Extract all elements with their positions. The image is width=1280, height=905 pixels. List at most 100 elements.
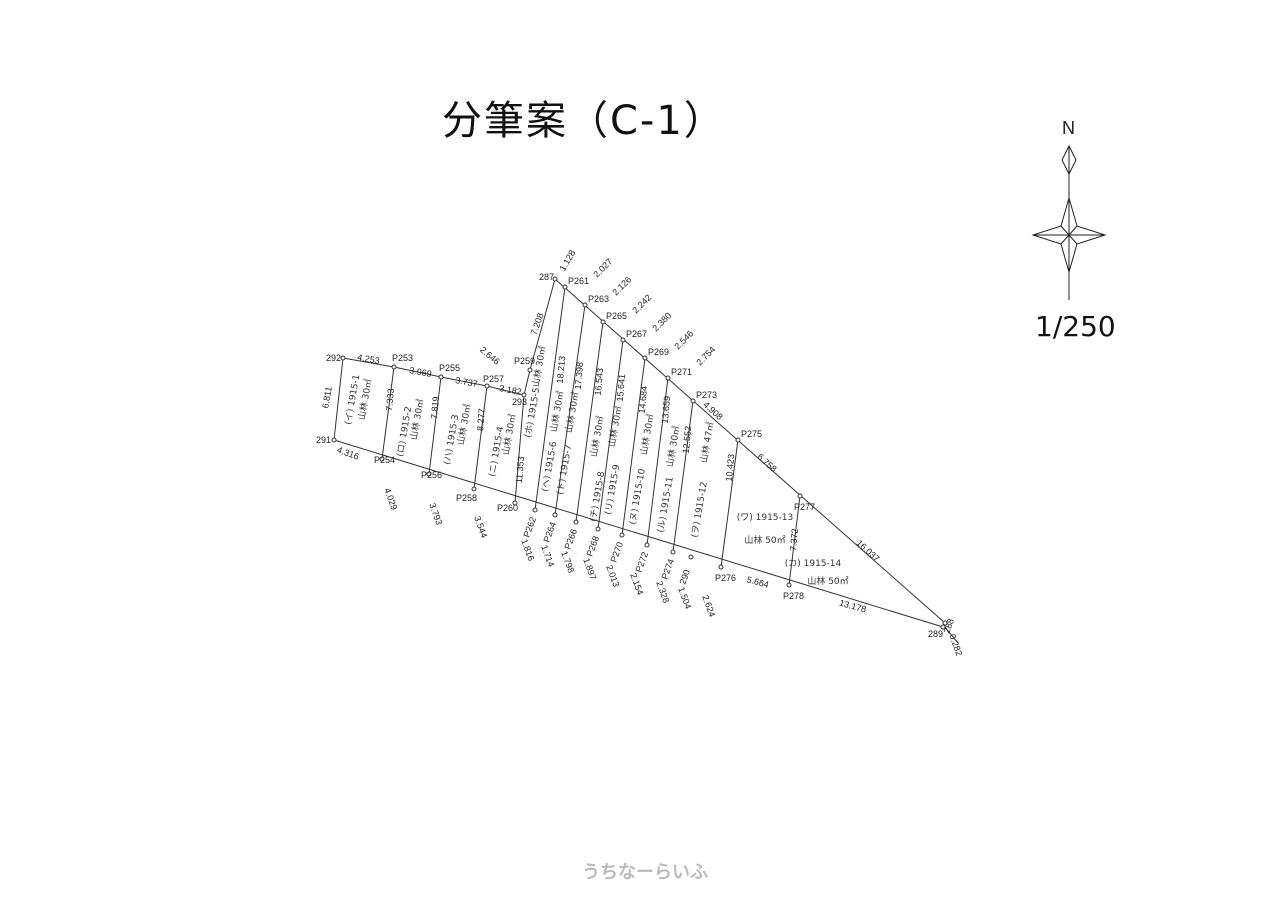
point-label: P276 [715,573,736,583]
point-label: P273 [696,390,717,400]
point-label: P259 [514,356,535,366]
survey-point-marker [620,337,626,343]
survey-point-marker [718,564,724,570]
survey-point-marker [331,437,337,443]
distance-label: 2.242 [630,292,653,315]
survey-point-marker [527,367,533,373]
survey-point-marker [786,582,792,588]
survey-point-marker [582,302,588,308]
distance-label: 3.544 [472,515,489,540]
distance-label: 7.333 [384,388,396,411]
survey-point-marker [552,512,558,518]
lot-area: 山林 47㎡ [698,421,717,464]
distance-label: 6.811 [320,386,334,409]
distance-label: 16.037 [854,538,881,564]
distance-label: 1.897 [581,557,598,582]
point-label: 288 [941,617,956,635]
survey-point-marker [562,284,568,290]
distance-label: 3.793 [427,502,444,527]
distance-label: 2.013 [604,564,621,589]
survey-point-marker [391,364,397,370]
lot-label: (ト) 1915-7 [556,444,575,496]
distance-label: 2.328 [654,580,671,605]
distance-label: 1.128 [557,248,577,273]
distance-label: 2.546 [672,328,695,351]
division-line [646,377,669,546]
point-label: P260 [497,503,518,513]
survey-point-marker [471,486,477,492]
division-line [534,286,566,511]
boundary-line [486,385,525,396]
lot-area: 山林 30㎡ [588,415,607,458]
point-label: 293 [512,397,527,407]
point-label: 287 [539,272,554,282]
point-label: P253 [392,353,413,363]
boundary-line [554,278,946,624]
survey-point-marker [484,383,490,389]
division-line [428,376,442,475]
survey-point-marker [688,554,694,560]
distance-label: 18.213 [555,356,567,384]
survey-point-marker [552,276,558,282]
point-label: P271 [671,367,692,377]
survey-point-marker [340,355,346,361]
watermark: うちなーらいふ [582,862,708,883]
lot-area: 山林 30㎡ [664,425,683,468]
point-label: P258 [456,493,477,503]
survey-point-marker [532,507,538,513]
distance-label: 4.253 [357,352,381,366]
distance-label: 1.714 [539,544,556,569]
distance-label: 11.353 [514,456,526,484]
point-label: P262 [521,516,538,539]
lot-area: 山林 50㎡ [807,575,848,587]
point-label: P265 [606,311,627,321]
survey-point-marker [600,319,606,325]
offset-line [943,625,959,644]
point-label: 289 [928,629,943,639]
distance-label: 2.624 [700,594,717,619]
lot-area: 山林 50㎡ [744,534,785,546]
distance-label: 8.277 [475,408,487,431]
survey-point-marker [690,398,696,404]
division-line [554,304,586,516]
distance-label: 3.969 [409,365,433,379]
survey-point-marker [942,620,948,626]
point-label: P254 [374,455,395,465]
survey-point-marker [573,519,579,525]
division-line [672,400,694,553]
distance-label: 3.182 [499,383,523,397]
distance-label: 15.641 [615,374,627,402]
point-label: P274 [659,558,676,581]
survey-point-marker [797,493,803,499]
distance-label: 2.646 [478,345,502,367]
lot-area: 山林 30㎡ [638,413,657,456]
lot-label: (ヌ) 1915-10 [628,468,648,526]
boundary-line [342,357,395,368]
boundary-line [333,439,944,628]
division-line [621,357,646,536]
distance-label: 10.423 [724,454,736,482]
lot-area: 山林 30㎡ [606,405,625,448]
division-line [720,439,739,568]
division-line [575,321,604,523]
distance-label: 7.208 [529,312,546,337]
distance-label: 14.684 [637,386,649,414]
point-label: 291 [316,435,331,445]
point-label: P277 [794,502,815,512]
point-label: P256 [421,470,442,480]
boundary-line [529,278,556,371]
division-line [514,394,525,504]
point-label: P267 [626,329,647,339]
distance-label: 3.737 [455,375,479,389]
lot-area: 山林 30㎡ [530,345,549,388]
distance-label: 1.798 [559,550,576,575]
distance-label: 1.504 [676,586,693,611]
distance-label: 2.154 [628,572,645,597]
survey-point-marker [735,437,741,443]
survey-point-marker [642,355,648,361]
distance-label: 16.543 [593,368,605,396]
point-label: P255 [439,363,460,373]
survey-point-marker [940,624,946,630]
division-line [381,366,395,460]
point-label: P278 [783,591,804,601]
